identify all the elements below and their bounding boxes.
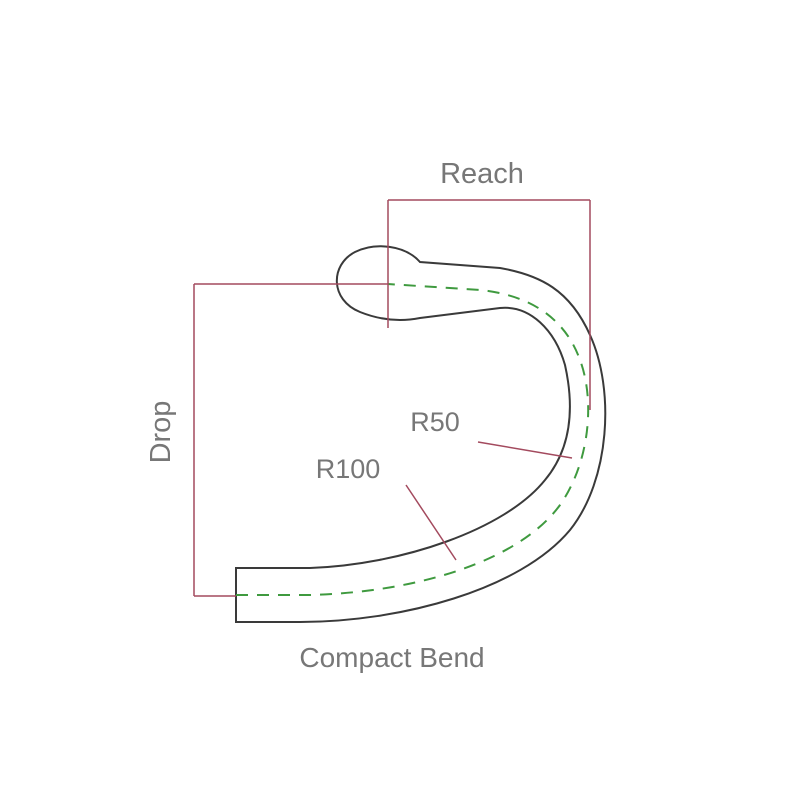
r100-leader-line <box>405 484 457 561</box>
reach-label: Reach <box>440 158 524 190</box>
r50-leader-line <box>477 441 573 459</box>
r50-label: R50 <box>410 407 460 437</box>
drop-label: Drop <box>145 401 177 464</box>
r100-label: R100 <box>316 454 381 484</box>
compact-bend-caption: Compact Bend <box>299 642 484 673</box>
bar-centerline <box>236 283 590 596</box>
handlebar-outline <box>235 245 607 623</box>
